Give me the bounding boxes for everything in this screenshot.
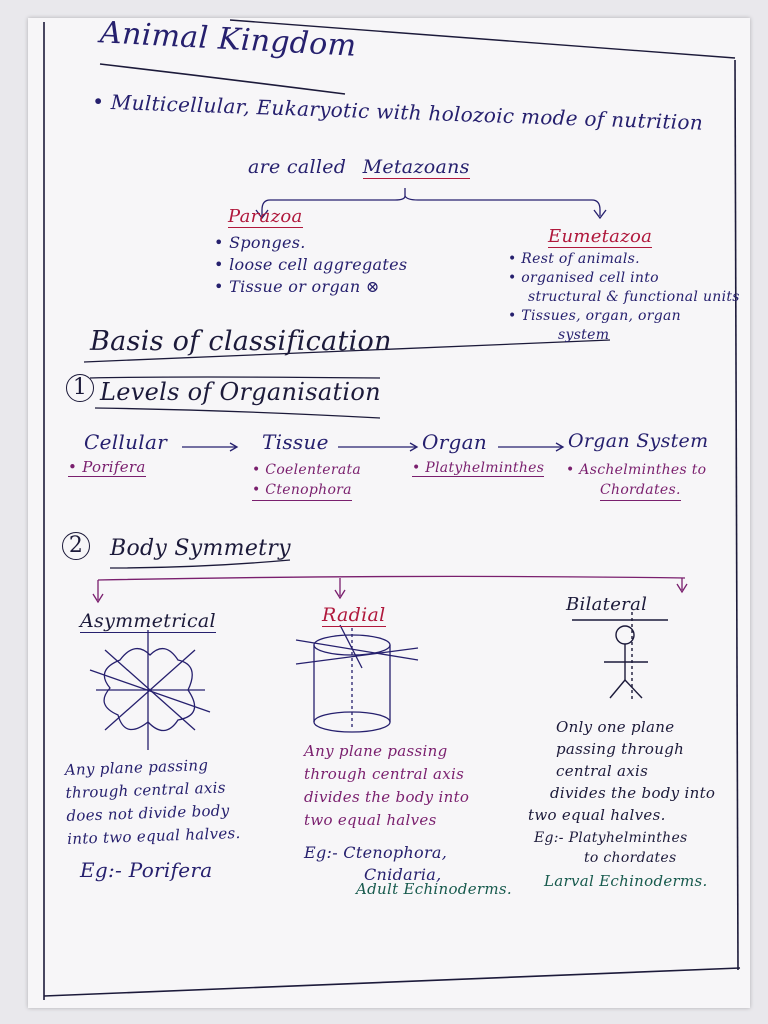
section-number-2: 2 bbox=[62, 532, 90, 560]
bilateral-desc-line: Only one plane bbox=[556, 718, 675, 736]
bilateral-desc-line: central axis bbox=[556, 762, 649, 780]
intro-line-2-prefix: are called bbox=[248, 156, 347, 178]
eumetazoa-point: system bbox=[558, 327, 610, 343]
parazoa-point: • Tissue or organ ⊗ bbox=[214, 277, 380, 296]
basis-heading: Basis of classification bbox=[90, 326, 392, 357]
eumetazoa-point: structural & functional units bbox=[528, 289, 740, 305]
parazoa-point: • Sponges. bbox=[214, 233, 306, 252]
stage-organ: Organ bbox=[422, 430, 488, 454]
metazoans-term: Metazoans bbox=[362, 156, 470, 179]
intro-line-2: are called Metazoans bbox=[248, 156, 470, 179]
radial-heading: Radial bbox=[322, 604, 386, 627]
radial-eg-line: Eg:- Ctenophora, bbox=[304, 843, 448, 862]
stage-tissue: Tissue bbox=[262, 430, 329, 454]
bilateral-eg-line: Eg:- Platyhelminthes bbox=[534, 830, 688, 846]
asymmetrical-example: Eg:- Porifera bbox=[80, 858, 213, 882]
bilateral-heading: Bilateral bbox=[566, 594, 648, 615]
parazoa-points: • Sponges. • loose cell aggregates • Tis… bbox=[214, 232, 407, 298]
radial-desc-line: two equal halves bbox=[304, 811, 437, 829]
eumetazoa-point: • Tissues, organ, organ bbox=[508, 308, 681, 324]
stage-organ-system: Organ System bbox=[568, 430, 709, 452]
asymmetrical-heading: Asymmetrical bbox=[80, 610, 216, 633]
symmetry-heading: Body Symmetry bbox=[110, 536, 291, 561]
radial-description: Any plane passing through central axis d… bbox=[304, 740, 469, 832]
radial-example-extra: Adult Echinoderms. bbox=[356, 880, 512, 898]
example-platyhelminthes: • Platyhelminthes bbox=[412, 460, 545, 477]
eumetazoa-point: • organised cell into bbox=[508, 270, 659, 286]
bilateral-examples: Eg:- Platyhelminthes to chordates bbox=[534, 828, 688, 868]
example-ctenophora: • Ctenophora bbox=[252, 480, 352, 501]
notebook-page bbox=[28, 18, 750, 1008]
levels-heading: Levels of Organisation bbox=[100, 378, 381, 406]
examples-organ-system: • Aschelminthes to Chordates. bbox=[566, 460, 706, 501]
bilateral-description: Only one plane passing through central a… bbox=[528, 716, 715, 826]
radial-examples: Eg:- Ctenophora, Cnidaria, bbox=[304, 842, 447, 886]
eumetazoa-heading: Eumetazoa bbox=[548, 226, 653, 248]
example-chordates: Chordates. bbox=[600, 480, 681, 501]
eumetazoa-point: • Rest of animals. bbox=[508, 251, 640, 267]
example-porifera: • Porifera bbox=[68, 458, 146, 477]
radial-eg-line: Cnidaria, bbox=[364, 865, 442, 884]
section-number-1: 1 bbox=[66, 374, 94, 402]
asymmetrical-description: Any plane passing through central axis d… bbox=[64, 753, 241, 851]
radial-desc-line: Any plane passing bbox=[304, 742, 448, 760]
example-coelenterata: • Coelenterata bbox=[252, 462, 362, 478]
radial-desc-line: through central axis bbox=[304, 765, 465, 783]
stage-cellular: Cellular bbox=[84, 430, 168, 454]
bilateral-eg-line: to chordates bbox=[584, 850, 677, 866]
examples-tissue: • Coelenterata • Ctenophora bbox=[252, 460, 361, 501]
bilateral-desc-line: passing through bbox=[556, 740, 685, 758]
eumetazoa-points: • Rest of animals. • organised cell into… bbox=[508, 250, 740, 345]
parazoa-point: • loose cell aggregates bbox=[214, 255, 408, 274]
example-aschelminthes: • Aschelminthes to bbox=[566, 462, 707, 478]
radial-desc-line: divides the body into bbox=[304, 788, 470, 806]
bilateral-desc-line: divides the body into bbox=[550, 784, 716, 802]
bilateral-example-extra: Larval Echinoderms. bbox=[544, 872, 708, 890]
parazoa-heading: Parazoa bbox=[228, 206, 303, 228]
bilateral-desc-line: two equal halves. bbox=[528, 806, 666, 824]
